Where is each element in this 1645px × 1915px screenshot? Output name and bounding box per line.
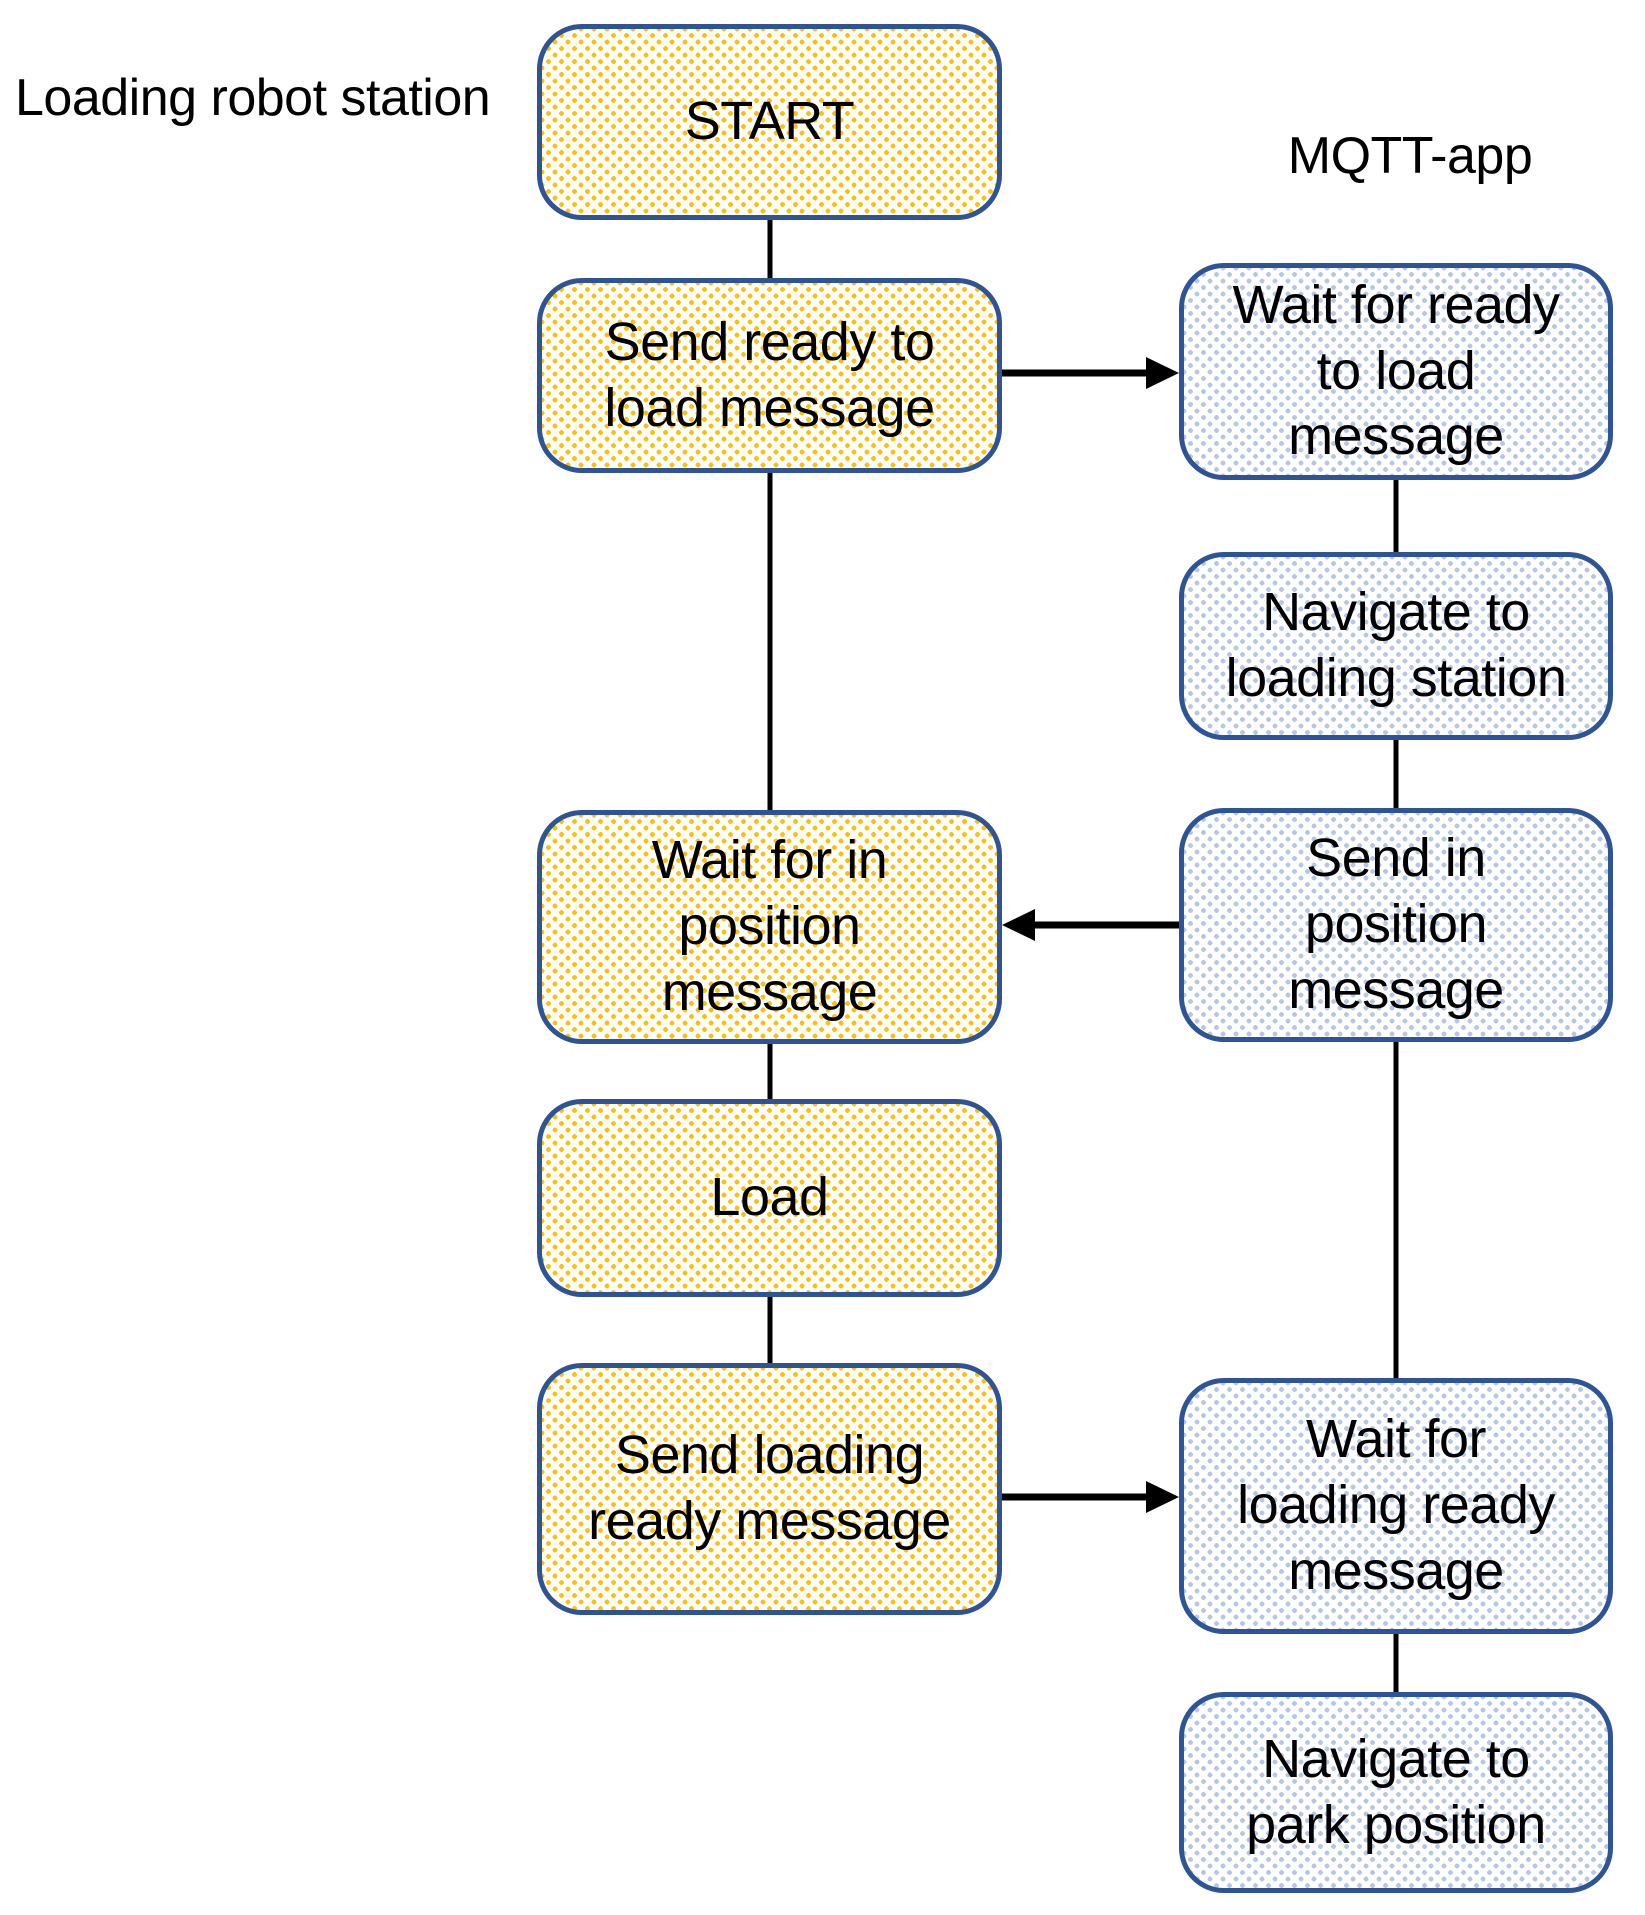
node-wait-for-in-position-message: Wait for in position message (537, 810, 1002, 1044)
arrowhead-right-bottom (1146, 1481, 1179, 1513)
node-start: START (537, 24, 1002, 220)
arrowhead-right-top (1146, 357, 1179, 389)
node-navigate-to-park-position: Navigate to park position (1179, 1692, 1613, 1893)
node-wait-for-loading-ready-message: Wait for loading ready message (1179, 1378, 1613, 1634)
node-send-ready-to-load-message: Send ready to load message (537, 278, 1002, 473)
node-load: Load (537, 1099, 1002, 1297)
node-send-loading-ready-message: Send loading ready message (537, 1363, 1002, 1615)
lane-title-loading-robot-station: Loading robot station (15, 69, 491, 127)
node-wait-for-ready-to-load-message: Wait for ready to load message (1179, 263, 1613, 480)
arrowhead-left-middle (1002, 909, 1035, 941)
lane-title-mqtt-app: MQTT-app (1287, 127, 1533, 185)
node-send-in-position-message: Send in position message (1179, 808, 1613, 1042)
node-navigate-to-loading-station: Navigate to loading station (1179, 552, 1613, 740)
